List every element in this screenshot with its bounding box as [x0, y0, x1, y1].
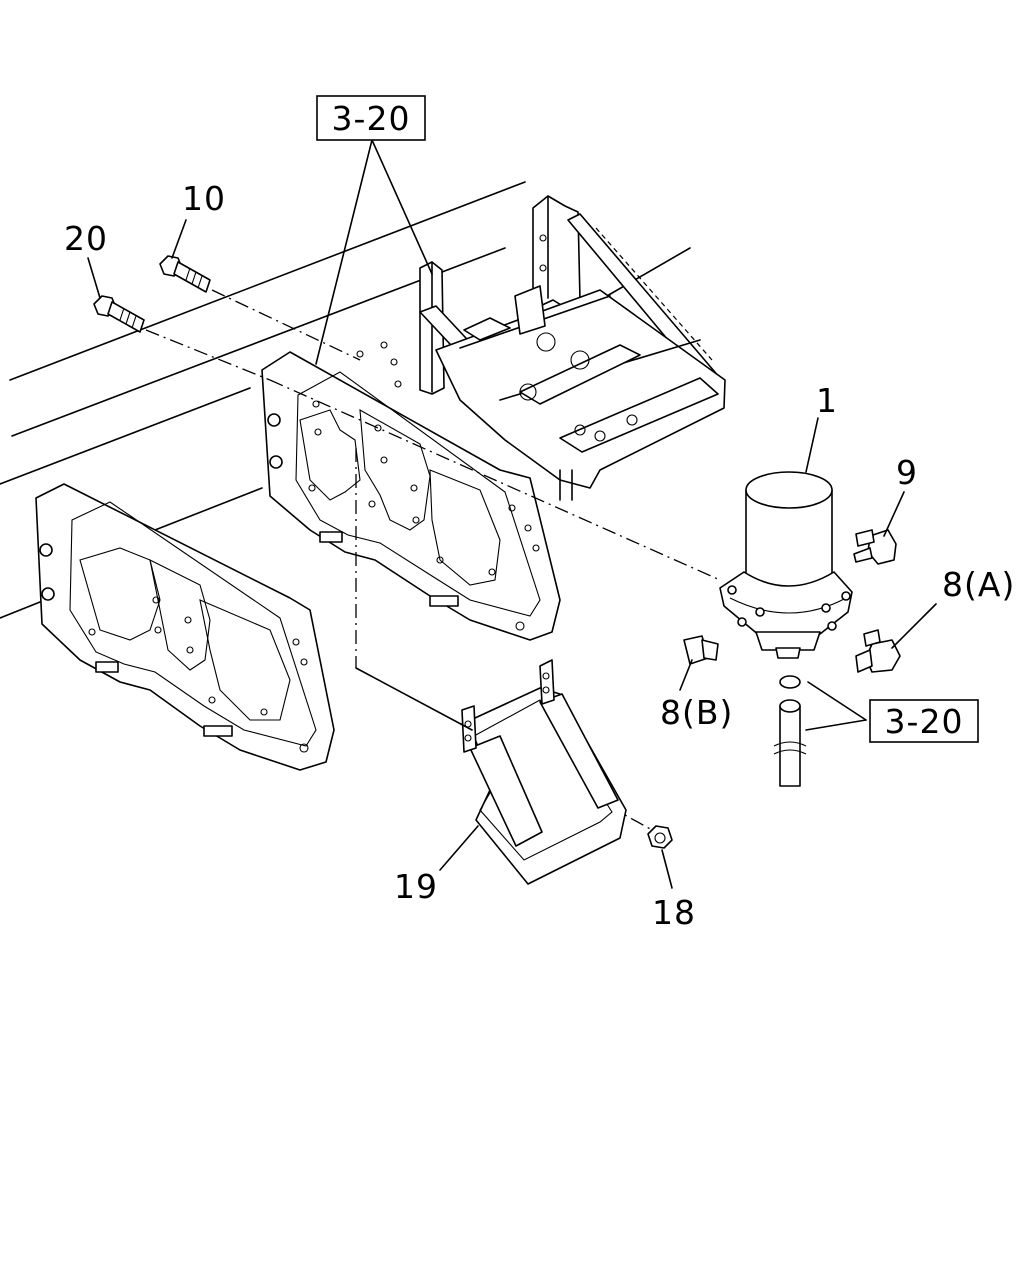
reference-text-right: 3-20 [885, 702, 964, 741]
callout-8a[interactable]: 8(A) [942, 565, 1015, 604]
callout-10[interactable]: 10 [182, 179, 226, 218]
callout-20[interactable]: 20 [64, 219, 108, 258]
mounting-bracket [356, 195, 726, 501]
air-dryer [719, 471, 853, 659]
callout-19[interactable]: 19 [394, 867, 438, 906]
reference-box-right[interactable]: 3-20 [869, 699, 979, 743]
reference-text-top: 3-20 [332, 99, 411, 138]
bolt-20 [93, 295, 145, 333]
front-cover-plate [261, 351, 561, 641]
nut-18 [647, 825, 673, 849]
elbow-fitting-9 [853, 529, 897, 565]
pipe [773, 675, 807, 787]
leader-lines [87, 139, 937, 889]
elbow-fitting-8b [683, 635, 719, 665]
callout-1[interactable]: 1 [816, 381, 838, 420]
elbow-fitting-8a [855, 629, 901, 673]
rear-cover-plate [35, 483, 335, 771]
heat-shield-bracket-19 [461, 659, 627, 885]
reference-box-top[interactable]: 3-20 [316, 95, 426, 141]
callout-8b[interactable]: 8(B) [660, 693, 733, 732]
callout-9[interactable]: 9 [896, 453, 918, 492]
bolt-10 [159, 255, 211, 293]
callout-18[interactable]: 18 [652, 893, 696, 932]
